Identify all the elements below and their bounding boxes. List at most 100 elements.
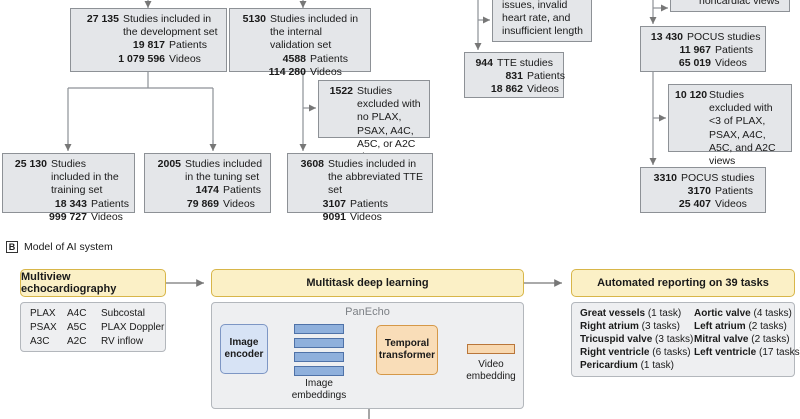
task-name: Left ventricle (694, 347, 757, 358)
temporal-transformer-label: Temporal transformer (378, 338, 436, 361)
patients-label: Patients (715, 44, 753, 57)
videos-count: 114 280 (268, 65, 306, 78)
task-item: Mitral valve (2 tasks) (694, 334, 790, 345)
task-count: (3 tasks) (641, 321, 681, 332)
task-item: Right atrium (3 tasks) (580, 321, 680, 332)
task-item: Left atrium (2 tasks) (694, 321, 787, 332)
patients-label: Patients (91, 197, 129, 210)
view-label: PLAX Doppler (101, 322, 165, 333)
multitask-title: Multitask deep learning (306, 277, 429, 289)
image-embedding-bar (294, 366, 344, 376)
task-count: (2 tasks) (751, 334, 790, 345)
videos-label: Videos (169, 52, 201, 65)
training-set-box: 25 130 Studies included in the training s… (2, 153, 135, 223)
task-count: (3 tasks) (655, 334, 694, 345)
tasks-panel: Great vessels (1 task) Aortic valve (4 t… (571, 302, 800, 377)
task-name: Mitral valve (694, 334, 749, 345)
description: Studies included in the tuning set (185, 158, 263, 184)
count: 944 (475, 57, 493, 69)
video-embedding-label: Video embedding (466, 359, 516, 382)
task-name: Left atrium (694, 321, 746, 332)
view-label: Subcostal (101, 308, 145, 319)
patients-label: Patients (223, 184, 261, 197)
videos-label: Videos (715, 198, 747, 211)
count: 3310 (653, 172, 677, 184)
description: noncardiac views (699, 0, 780, 7)
view-label: A4C (67, 308, 87, 319)
description: Studies included in the training set (51, 158, 119, 197)
reporting-title: Automated reporting on 39 tasks (597, 277, 769, 289)
view-label: A3C (30, 336, 50, 347)
panecho-title: PanEcho (345, 306, 390, 318)
videos-count: 65 019 (678, 57, 711, 70)
videos-label: Videos (527, 83, 559, 96)
patients-count: 19 817 (132, 39, 165, 52)
count: 5130 (242, 13, 266, 25)
view-label: A2C (67, 336, 87, 347)
count: 2005 (157, 158, 181, 170)
image-encoder-node: Image encoder (220, 324, 268, 374)
patients-count: 1474 (195, 184, 219, 197)
image-embedding-bar (294, 352, 344, 362)
tuning-set-box: 2005 Studies included in the tuning set 1… (144, 153, 271, 213)
count: 10 120 (675, 89, 708, 101)
patients-count: 3107 (322, 197, 346, 210)
patients-label: Patients (350, 197, 388, 210)
description: POCUS studies (681, 172, 755, 184)
task-count: (6 tasks) (652, 347, 691, 358)
count: 1522 (329, 85, 353, 97)
videos-count: 1 079 596 (118, 52, 165, 65)
task-name: Right atrium (580, 321, 639, 332)
reporting-header: Automated reporting on 39 tasks (571, 269, 795, 297)
top-exclusion-box: issues, invalid heart rate, and insuffic… (492, 0, 592, 42)
videos-count: 25 407 (678, 198, 711, 211)
section-title: Model of AI system (24, 241, 113, 253)
task-name: Aortic valve (694, 308, 751, 319)
videos-count: 999 727 (49, 210, 87, 223)
count: 13 430 (650, 31, 683, 43)
view-label: RV inflow (101, 336, 144, 347)
views-panel: PLAX A4C Subcostal PSAX A5C PLAX Doppler… (20, 302, 166, 352)
task-item: Great vessels (1 task) (580, 308, 681, 319)
noncardiac-box: noncardiac views (670, 0, 790, 12)
patients-count: 4588 (282, 52, 306, 65)
task-name: Tricuspid valve (580, 334, 653, 345)
patients-label: Patients (527, 70, 565, 83)
count: 3608 (300, 158, 324, 170)
view-label: PSAX (30, 322, 57, 333)
section-letter: B (6, 241, 18, 253)
description: Studies included in the abbreviated TTE … (328, 158, 423, 197)
image-embeddings-label: Image embeddings (291, 378, 347, 401)
videos-label: Videos (350, 210, 382, 223)
task-item: Left ventricle (17 tasks) (694, 347, 800, 358)
videos-count: 18 862 (490, 83, 523, 96)
description: Studies included in the internal validat… (270, 13, 359, 52)
task-name: Pericardium (580, 360, 638, 371)
image-embedding-bar (294, 324, 344, 334)
videos-label: Videos (715, 57, 747, 70)
task-count: (17 tasks) (759, 347, 800, 358)
internal-validation-box: 5130 Studies included in the internal val… (229, 8, 371, 78)
videos-label: Videos (91, 210, 123, 223)
section-b-label: B Model of AI system (6, 241, 113, 253)
view-label: A5C (67, 322, 87, 333)
multiview-title: Multiview echocardiography (21, 271, 117, 295)
videos-label: Videos (310, 65, 342, 78)
task-item: Aortic valve (4 tasks) (694, 308, 792, 319)
task-count: (2 tasks) (748, 321, 787, 332)
image-embedding-bar (294, 338, 344, 348)
patients-count: 831 (505, 70, 523, 83)
patients-label: Patients (715, 185, 753, 198)
task-item: Tricuspid valve (3 tasks) (580, 334, 693, 345)
patients-label: Patients (310, 52, 348, 65)
task-item: Right ventricle (6 tasks) (580, 347, 691, 358)
task-count: (1 task) (640, 360, 674, 371)
description: TTE studies (497, 57, 554, 69)
video-embedding-bar (467, 344, 515, 354)
count: 25 130 (14, 158, 47, 170)
count: 27 135 (86, 13, 119, 25)
